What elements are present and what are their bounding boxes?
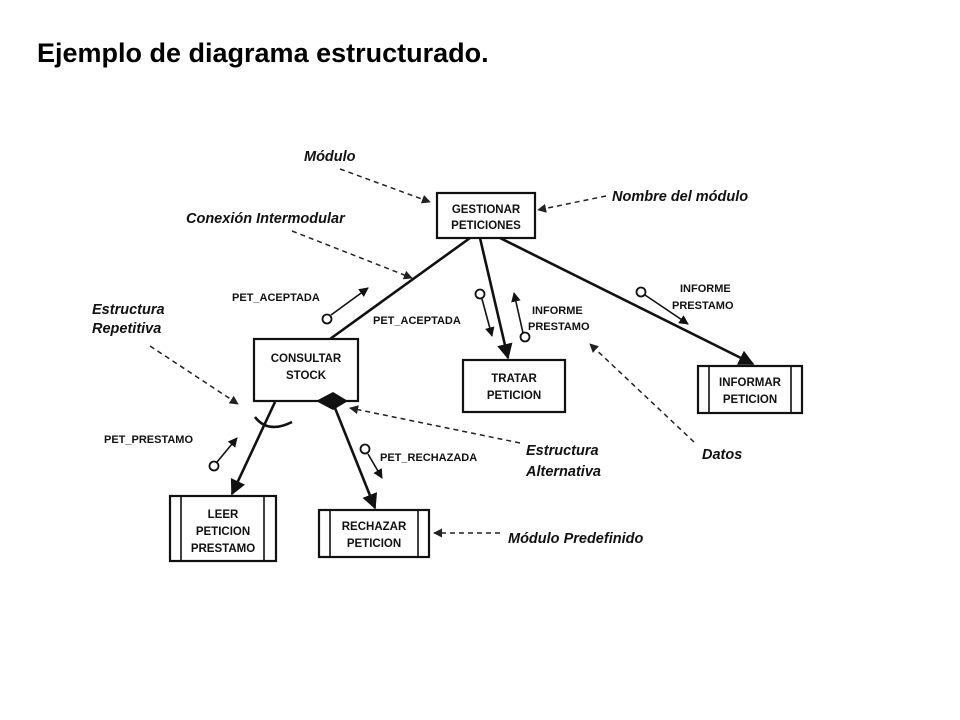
pointer-estructura-alternativa bbox=[349, 405, 521, 444]
annotation-estructura-alternativa-line1: Estructura bbox=[526, 443, 599, 459]
flow-label-informe-1-line2: PRESTAMO bbox=[528, 321, 590, 333]
annotation-estructura-repetitiva-line2: Repetitiva bbox=[92, 321, 161, 337]
module-consultar-stock: CONSULTAR STOCK bbox=[252, 337, 360, 403]
module-rechazar-peticion: RECHAZAR PETICION bbox=[317, 508, 431, 559]
module-rechazar-line2: PETICION bbox=[347, 538, 401, 550]
data-couple-pet-aceptada-1 bbox=[321, 287, 369, 325]
flow-label-pet-prestamo: PET_PRESTAMO bbox=[104, 434, 193, 446]
call-consultar-leer bbox=[230, 401, 277, 496]
alternative-diamond bbox=[316, 392, 348, 410]
call-gestionar-informar bbox=[499, 236, 755, 366]
flow-label-informe-2-line1: INFORME bbox=[680, 283, 731, 295]
call-gestionar-tratar bbox=[478, 237, 513, 360]
pointer-datos bbox=[589, 343, 695, 443]
annotation-conexion-intermodular: Conexión Intermodular bbox=[186, 211, 346, 227]
data-couple-pet-aceptada-2 bbox=[474, 288, 495, 337]
pointer-nombre-modulo bbox=[537, 195, 607, 213]
data-couple-pet-prestamo bbox=[208, 437, 238, 472]
flow-label-pet-aceptada-1: PET_ACEPTADA bbox=[232, 292, 320, 304]
annotation-estructura-repetitiva-line1: Estructura bbox=[92, 302, 165, 318]
pointer-modulo bbox=[339, 168, 431, 204]
flow-label-informe-1-line1: INFORME bbox=[532, 305, 583, 317]
pointer-conexion-intermodular bbox=[291, 230, 413, 280]
module-tratar-peticion: TRATAR PETICION bbox=[461, 358, 567, 414]
module-gestionar-line2: PETICIONES bbox=[451, 220, 521, 232]
data-couple-informe-prestamo-2 bbox=[635, 286, 689, 325]
annotation-modulo-predefinido: Módulo Predefinido bbox=[508, 531, 643, 547]
slide-title: Ejemplo de diagrama estructurado. bbox=[37, 38, 489, 68]
flow-label-informe-2-line2: PRESTAMO bbox=[672, 300, 734, 312]
module-informar-line1: INFORMAR bbox=[719, 377, 782, 389]
module-informar-peticion: INFORMAR PETICION bbox=[696, 364, 804, 415]
annotation-datos: Datos bbox=[702, 447, 742, 463]
module-leer-peticion-prestamo: LEER PETICION PRESTAMO bbox=[168, 494, 278, 563]
module-tratar-line2: PETICION bbox=[487, 390, 541, 402]
pointer-estructura-repetitiva bbox=[149, 345, 239, 405]
module-informar-line2: PETICION bbox=[723, 394, 777, 406]
data-couple-pet-rechazada bbox=[359, 443, 383, 479]
module-leer-line2: PETICION bbox=[196, 526, 250, 538]
module-consultar-line2: STOCK bbox=[286, 370, 327, 382]
module-gestionar-line1: GESTIONAR bbox=[452, 204, 521, 216]
call-gestionar-consultar bbox=[329, 236, 471, 341]
data-couple-informe-prestamo-1 bbox=[511, 292, 531, 343]
module-tratar-line1: TRATAR bbox=[491, 373, 537, 385]
annotation-estructura-alternativa-line2: Alternativa bbox=[525, 464, 601, 480]
flow-label-pet-rechazada: PET_RECHAZADA bbox=[380, 452, 477, 464]
module-rechazar-line1: RECHAZAR bbox=[342, 521, 407, 533]
flow-label-pet-aceptada-2: PET_ACEPTADA bbox=[373, 315, 461, 327]
module-consultar-line1: CONSULTAR bbox=[271, 353, 342, 365]
repetition-loop-arc bbox=[253, 416, 293, 429]
module-gestionar-peticiones: GESTIONAR PETICIONES bbox=[435, 191, 537, 240]
module-leer-line3: PRESTAMO bbox=[191, 543, 255, 555]
annotation-modulo: Módulo bbox=[304, 149, 356, 165]
call-consultar-rechazar bbox=[333, 407, 378, 510]
module-leer-line1: LEER bbox=[208, 509, 239, 521]
annotation-nombre-modulo: Nombre del módulo bbox=[612, 189, 748, 205]
